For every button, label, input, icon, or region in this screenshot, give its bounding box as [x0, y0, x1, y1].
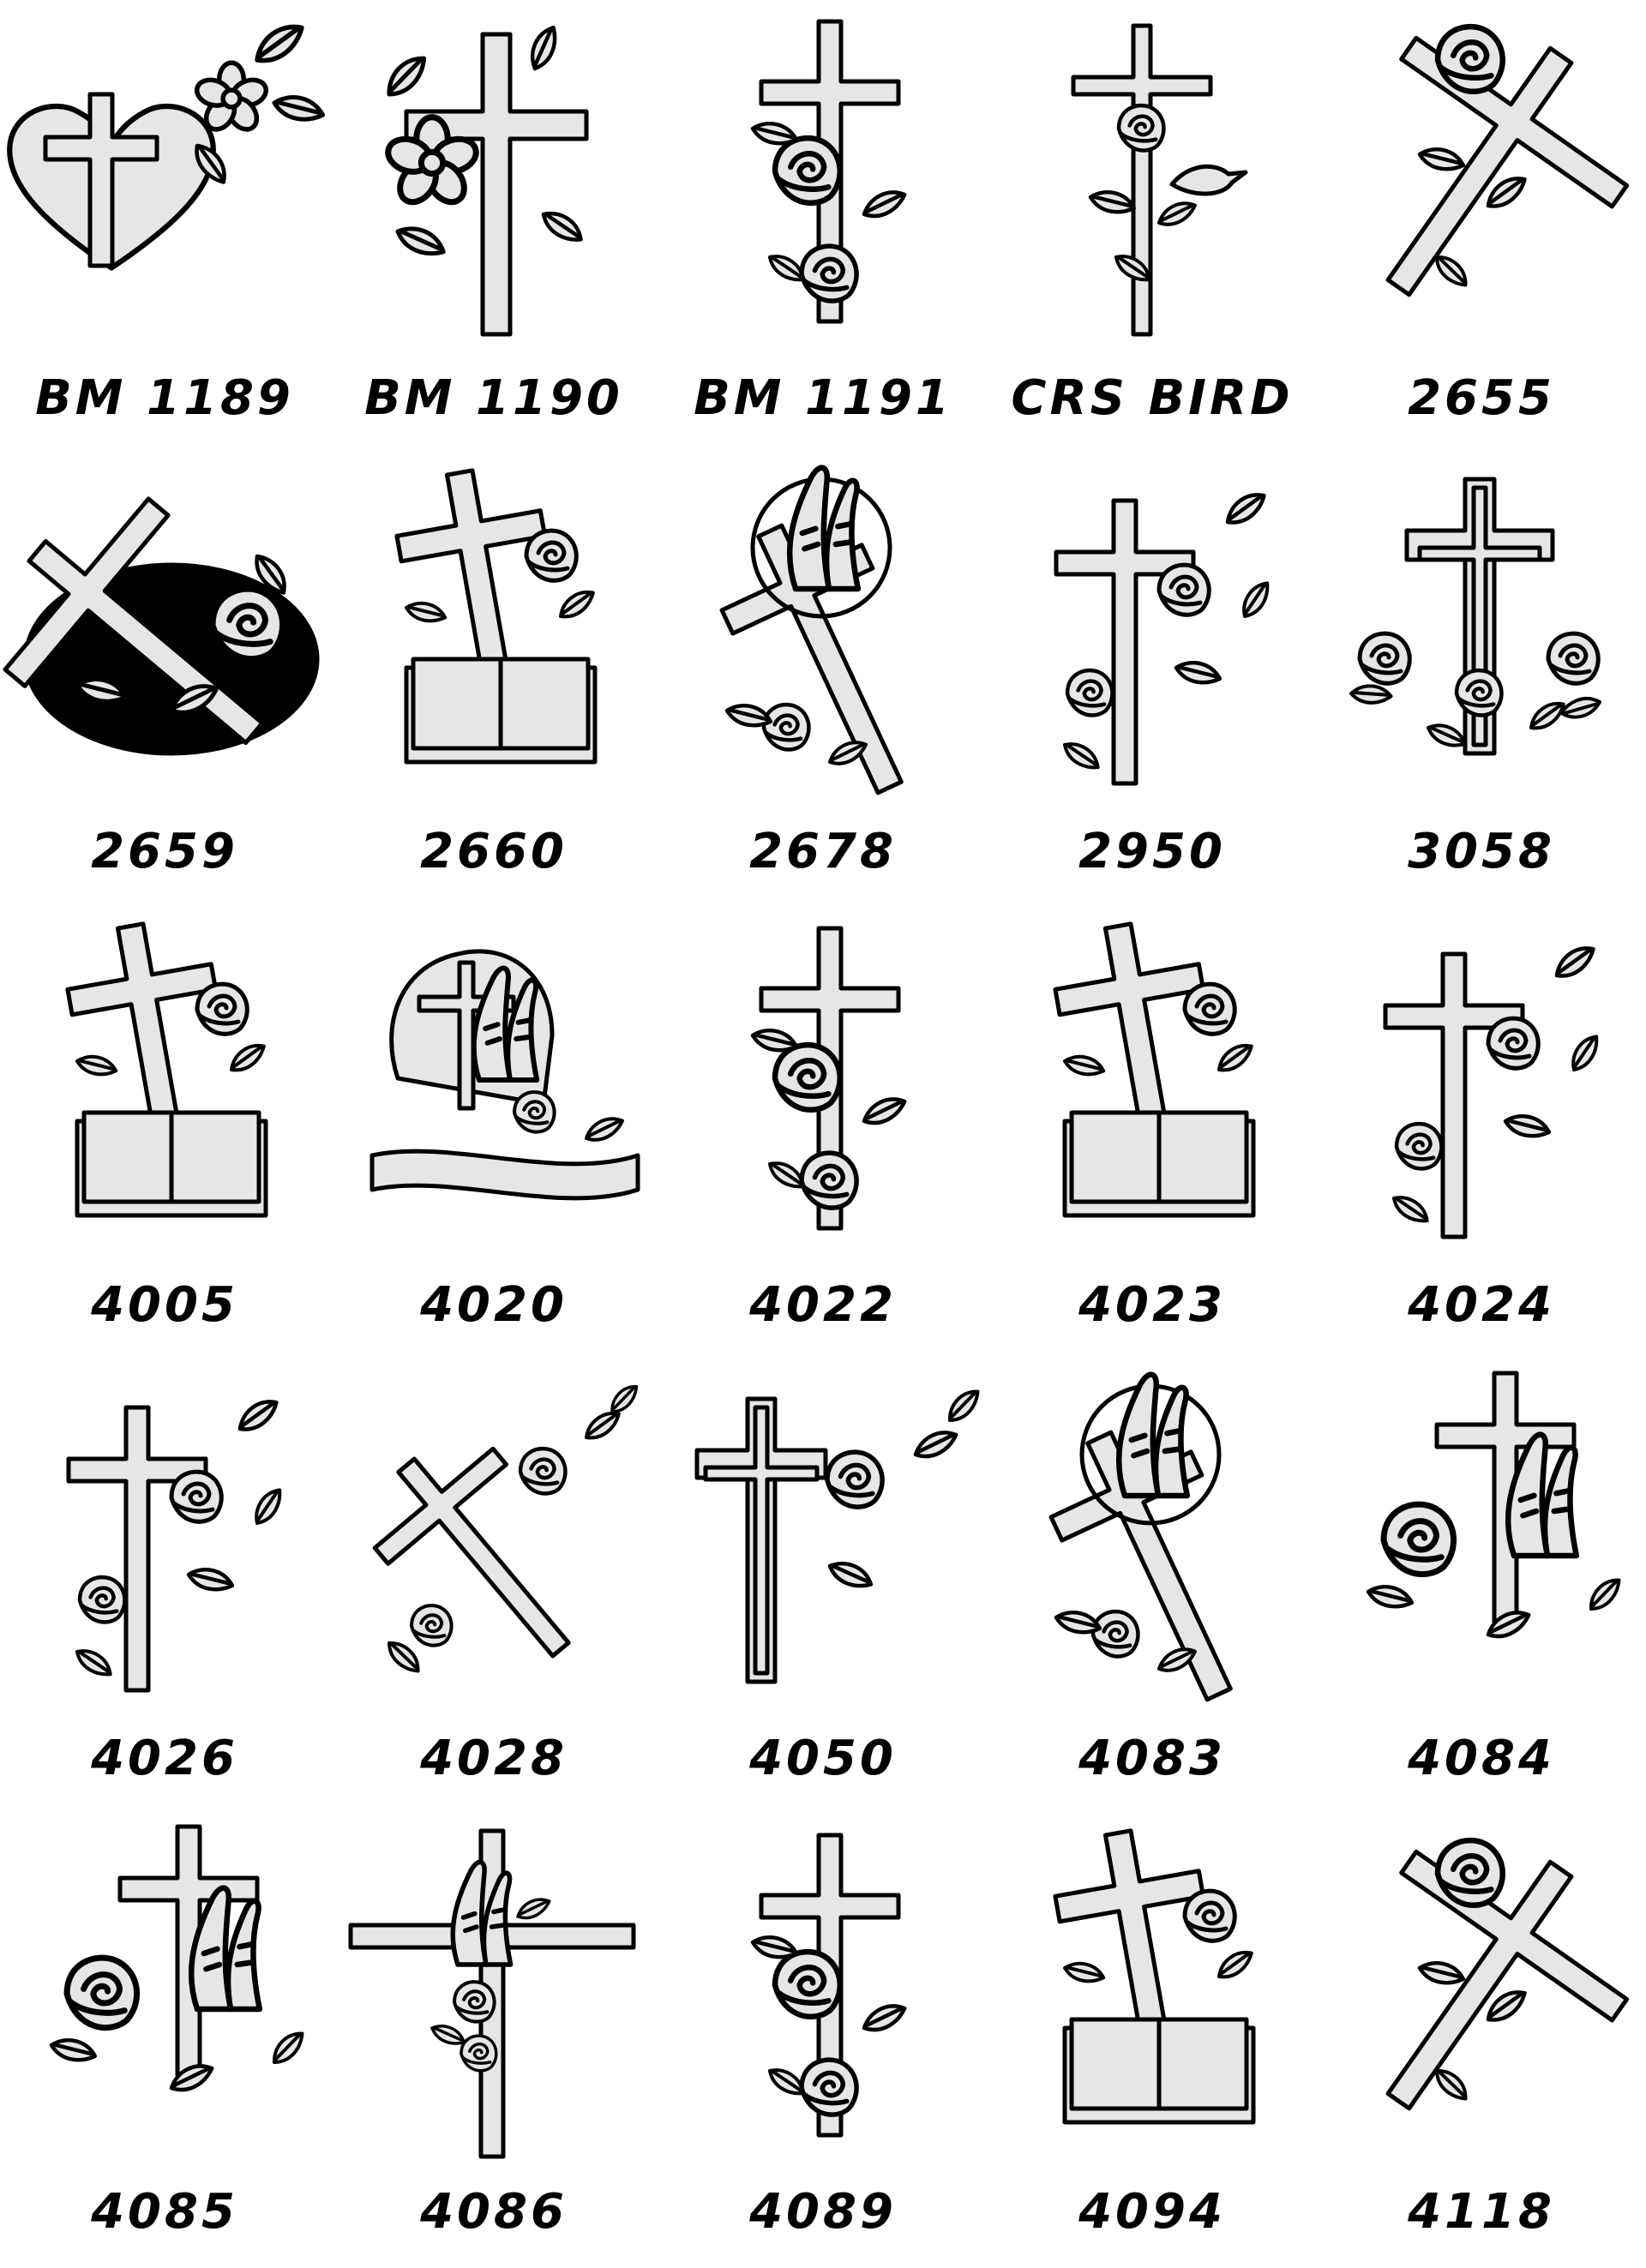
design-item: 4050	[658, 1360, 988, 1814]
design-code: 4083	[1078, 1731, 1226, 1786]
cross-book-icon	[988, 907, 1317, 1267]
cross-rose-vine-icon	[988, 453, 1317, 813]
praying-hands-cross-icon	[988, 1360, 1317, 1720]
design-code: 2660	[420, 824, 568, 879]
design-code: 4085	[91, 2184, 238, 2240]
design-code: 4084	[1408, 1731, 1555, 1786]
cross-hands-banner-icon	[329, 907, 658, 1267]
large-cross-hands-icon	[329, 1814, 658, 2174]
design-code: 4020	[420, 1277, 568, 1333]
cross-rose-icon	[658, 907, 988, 1267]
design-item: 2655	[1317, 0, 1646, 453]
design-item: BM 1189	[0, 0, 329, 453]
design-item: BM 1190	[329, 0, 658, 453]
diagonal-cross-rose-icon	[0, 453, 329, 813]
cross-rose-icon	[658, 1814, 988, 2174]
design-item: 4089	[658, 1814, 988, 2267]
design-item: 4026	[0, 1360, 329, 1814]
cross-book-icon	[0, 907, 329, 1267]
design-item: 4083	[988, 1360, 1317, 1814]
design-code: 4022	[749, 1277, 897, 1333]
design-item: 4085	[0, 1814, 329, 2267]
design-item: 4094	[988, 1814, 1317, 2267]
design-item: 2950	[988, 453, 1317, 907]
design-item: CRS BIRD	[988, 0, 1317, 453]
heart-cross-flower-icon	[0, 0, 329, 360]
design-item: 4022	[658, 907, 988, 1360]
design-item: 4086	[329, 1814, 658, 2267]
design-code: 4089	[749, 2184, 897, 2240]
design-code: BM 1190	[364, 370, 623, 426]
design-item: 4005	[0, 907, 329, 1360]
design-code: 4024	[1408, 1277, 1555, 1333]
design-item: 4024	[1317, 907, 1646, 1360]
design-item: 3058	[1317, 453, 1646, 907]
tilted-cross-rose-icon	[1317, 1814, 1646, 2174]
design-item: 2678	[658, 453, 988, 907]
design-code: 4026	[91, 1731, 238, 1786]
design-item: 4020	[329, 907, 658, 1360]
design-item: 4118	[1317, 1814, 1646, 2267]
design-code: 4094	[1078, 2184, 1226, 2240]
design-code: 2678	[749, 824, 897, 879]
design-code: 2659	[91, 824, 238, 879]
cross-book-icon	[988, 1814, 1317, 2174]
cross-rose-vine-icon	[1317, 907, 1646, 1267]
design-item: BM 1191	[658, 0, 988, 453]
design-code: BM 1189	[35, 370, 294, 426]
design-item: 4084	[1317, 1360, 1646, 1814]
diagonal-cross-vine-icon	[329, 1360, 658, 1720]
design-code: 4005	[91, 1277, 238, 1333]
design-code: BM 1191	[694, 370, 952, 426]
design-code: 4050	[749, 1731, 897, 1786]
double-cross-roses-icon	[1317, 453, 1646, 813]
cross-hands-rose-icon	[0, 1814, 329, 2174]
praying-hands-cross-icon	[658, 453, 988, 813]
cross-flower-icon	[329, 0, 658, 360]
cross-rose-vine-icon	[0, 1360, 329, 1720]
design-item: 2659	[0, 453, 329, 907]
cross-rose-icon	[658, 0, 988, 360]
cross-bird-icon	[988, 0, 1317, 360]
design-item: 2660	[329, 453, 658, 907]
outline-cross-vine-icon	[658, 1360, 988, 1720]
design-code: 2950	[1078, 824, 1226, 879]
tilted-cross-rose-icon	[1317, 0, 1646, 360]
cross-book-icon	[329, 453, 658, 813]
design-code: 4086	[420, 2184, 568, 2240]
design-code: CRS BIRD	[1011, 370, 1294, 426]
design-item: 4028	[329, 1360, 658, 1814]
cross-hands-rose-icon	[1317, 1360, 1646, 1720]
design-code: 4118	[1408, 2184, 1555, 2240]
design-code: 3058	[1408, 824, 1555, 879]
design-code: 4023	[1078, 1277, 1226, 1333]
design-code: 4028	[420, 1731, 568, 1786]
design-item: 4023	[988, 907, 1317, 1360]
design-code: 2655	[1408, 370, 1555, 426]
